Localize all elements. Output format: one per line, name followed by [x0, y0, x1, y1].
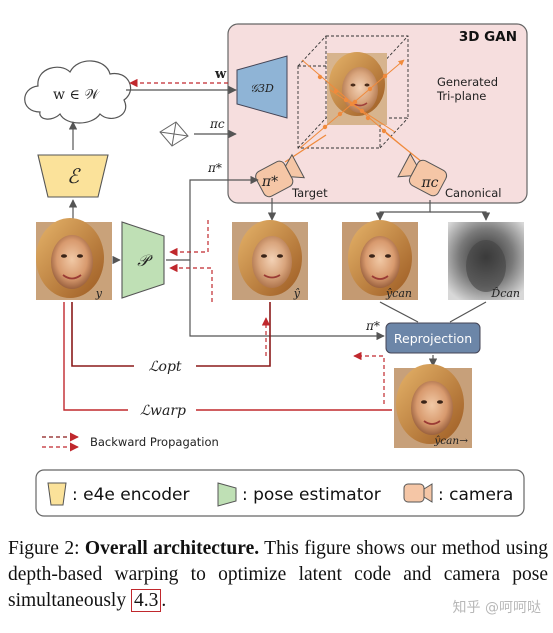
generator-label: 𝒢3D: [250, 82, 274, 95]
section-reference-link[interactable]: 4.3: [130, 589, 162, 612]
pose-backward-arrow-1: [169, 220, 209, 257]
generated-label-1: Generated: [437, 75, 498, 89]
canonical-to-render-arrow: [375, 200, 431, 221]
w-edge-label: w: [214, 67, 227, 82]
generator-3d: [236, 55, 288, 119]
figure-caption: Figure 2: Overall architecture. This fig…: [8, 536, 548, 614]
warped-image-label: ŷcan→: [433, 434, 468, 447]
gan-title: 3D GAN: [459, 29, 517, 45]
loss-warp-label: ℒwarp: [140, 403, 186, 419]
canonical-to-depth-arrow: [430, 211, 491, 221]
canonical-camera-symbol: πc: [420, 175, 438, 191]
pi-star-top-label: π*: [207, 161, 222, 175]
pose-backward-arrow-2: [169, 263, 213, 302]
pi-star-to-reprojection-arrow: [189, 260, 385, 341]
encoder-legend-label: : e4e encoder: [72, 485, 190, 505]
render-to-loss-opt-line: [196, 302, 271, 367]
camera-legend-lens-icon: [423, 483, 433, 503]
canonical-render-label: ŷcan: [385, 287, 412, 300]
legend-box: : e4e encoder : pose estimator : camera: [35, 469, 525, 517]
caption-suffix: .: [161, 590, 167, 611]
render-to-reprojection-line: [379, 301, 419, 323]
target-camera: [255, 153, 306, 198]
input-image: y: [36, 218, 112, 300]
pi-c-edge-label: πc: [209, 117, 225, 131]
target-camera-symbol: π*: [261, 174, 278, 190]
latent-cloud-label: w ∈ 𝒲: [53, 87, 100, 103]
input-to-loss-opt-line: [71, 302, 134, 367]
input-to-loss-warp-line: [63, 302, 128, 411]
pose-legend-label: : pose estimator: [242, 485, 381, 505]
target-label: Target: [291, 186, 328, 200]
watermark: 知乎 @呵呵哒: [452, 600, 541, 616]
pose-legend-icon: [217, 482, 237, 507]
encoder-legend-icon: [47, 482, 67, 506]
caption-bold: Overall architecture.: [84, 538, 260, 559]
reprojection-label: Reprojection: [394, 331, 472, 346]
pi-star-forward-arrow: [166, 175, 259, 261]
architecture-figure: 3D GAN 𝒢3D: [24, 23, 528, 517]
camera-pose-icon: [159, 121, 189, 147]
gan-block: 3D GAN 𝒢3D: [227, 23, 528, 204]
rendered-image-label: ŷ: [293, 287, 301, 300]
latent-cloud: w ∈ 𝒲: [24, 60, 132, 124]
canonical-label: Canonical: [445, 186, 501, 200]
input-image-label: y: [95, 287, 103, 300]
encoder-e4e: [37, 154, 109, 198]
depth-to-reprojection-line: [449, 301, 487, 323]
loss-opt-label: ℒopt: [148, 359, 181, 375]
camera-legend-icon: [403, 483, 425, 503]
ray-samples: [299, 59, 405, 149]
canonical-depth-image: D̂can: [448, 222, 524, 300]
backward-legend-label: Backward Propagation: [90, 435, 219, 449]
canonical-render-image: ŷcan: [342, 220, 418, 300]
pi-star-reproj-label: π*: [365, 319, 380, 333]
generated-label-2: Tri-plane: [436, 89, 486, 103]
pose-estimator: [121, 221, 165, 299]
camera-legend-label: : camera: [438, 485, 513, 505]
warped-image: ŷcan→: [394, 364, 472, 448]
rendered-image: ŷ: [232, 220, 308, 300]
encoder-symbol: ℰ: [67, 164, 81, 188]
generated-face-image: [327, 52, 387, 125]
loss-warp-backward-arrow: [353, 351, 385, 404]
caption-prefix: Figure 2:: [8, 538, 85, 559]
ray-to-canonical-camera: [385, 132, 423, 163]
canonical-camera: [397, 152, 448, 197]
canonical-depth-label: D̂can: [490, 287, 520, 300]
caption-body: This figure shows our method using depth…: [8, 538, 548, 611]
reprojection-box: [385, 322, 481, 354]
